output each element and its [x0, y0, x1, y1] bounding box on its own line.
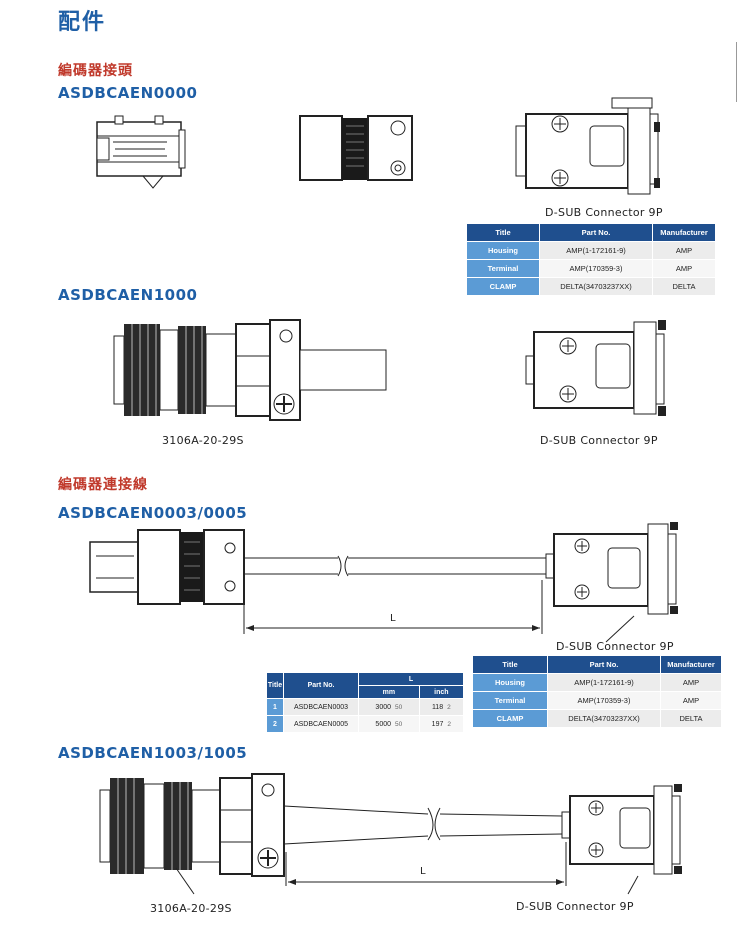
table-header-manufacturer: Manufacturer [652, 223, 716, 242]
table-row: Terminal AMP(170359-3) AMP [466, 259, 716, 278]
table-row: Housing AMP(1-172161-9) AMP [466, 241, 716, 260]
parts-table-1: Title Part No. Manufacturer Housing AMP(… [466, 223, 716, 296]
length-header-title: Title [266, 672, 284, 699]
section-title-encoder-connector: 編碼器接頭 [58, 63, 133, 79]
model-title-1003: ASDBCAEN1003/1005 [58, 744, 248, 762]
mil-caption-4: 3106A-20-29S [150, 902, 232, 915]
row-mm: 5000 [375, 720, 391, 728]
length-table: Title Part No. L mm inch 1 ASDBCAEN0003 … [266, 672, 465, 733]
length-header-part: Part No. [283, 672, 359, 699]
row-mm-tolerance: 50 [395, 720, 403, 728]
row-index: 1 [266, 698, 284, 716]
margin-rule [736, 42, 737, 102]
row-inch: 118 [431, 703, 444, 711]
table-header-title: Title [472, 655, 548, 674]
table-row: CLAMP DELTA(34703237XX) DELTA [472, 709, 722, 728]
row-part: DELTA(34703237XX) [539, 277, 653, 296]
row-part: ASDBCAEN0003 [283, 698, 359, 716]
row-part: AMP(170359-3) [547, 691, 661, 710]
table-row: Housing AMP(1-172161-9) AMP [472, 673, 722, 692]
table-row: CLAMP DELTA(34703237XX) DELTA [466, 277, 716, 296]
row-manufacturer: DELTA [660, 709, 722, 728]
table-header-part: Part No. [539, 223, 653, 242]
length-header-L: L [358, 672, 464, 686]
row-mm-tolerance: 50 [395, 703, 403, 711]
encoder-cable-drawing-3 [89, 522, 678, 643]
amp-housing-drawing [96, 115, 186, 189]
mil-caption-2: 3106A-20-29S [162, 434, 244, 447]
dsub-caption-1: D-SUB Connector 9P [545, 206, 663, 219]
row-title: Terminal [472, 691, 548, 710]
row-part: DELTA(34703237XX) [547, 709, 661, 728]
row-title: Housing [466, 241, 540, 260]
row-index: 2 [266, 715, 284, 733]
page-title: 配件 [58, 10, 107, 35]
length-header-mm: mm [358, 685, 420, 699]
table-row: Terminal AMP(170359-3) AMP [472, 691, 722, 710]
dsub-connector-drawing-2 [525, 320, 666, 416]
model-title-0003: ASDBCAEN0003/0005 [58, 504, 248, 522]
row-part: AMP(1-172161-9) [539, 241, 653, 260]
length-label-4: L [420, 866, 426, 877]
row-manufacturer: AMP [660, 691, 722, 710]
parts-table-2: Title Part No. Manufacturer Housing AMP(… [472, 655, 722, 728]
row-title: CLAMP [466, 277, 540, 296]
row-title: Housing [472, 673, 548, 692]
dsub-caption-3: D-SUB Connector 9P [556, 640, 674, 653]
model-title-1000: ASDBCAEN1000 [58, 286, 198, 304]
encoder-cable-drawing-4 [99, 773, 682, 895]
row-title: Terminal [466, 259, 540, 278]
row-part: ASDBCAEN0005 [283, 715, 359, 733]
length-label-3: L [390, 613, 396, 624]
row-part: AMP(170359-3) [539, 259, 653, 278]
section-title-encoder-cable: 編碼器連接線 [58, 477, 148, 493]
table-header-manufacturer: Manufacturer [660, 655, 722, 674]
model-title-0000: ASDBCAEN0000 [58, 84, 198, 102]
row-part: AMP(1-172161-9) [547, 673, 661, 692]
row-manufacturer: AMP [652, 259, 716, 278]
row-inch-tolerance: 2 [447, 720, 451, 728]
row-manufacturer: AMP [652, 241, 716, 260]
row-inch: 197 [431, 720, 444, 728]
row-inch-tolerance: 2 [447, 703, 451, 711]
table-header-part: Part No. [547, 655, 661, 674]
row-title: CLAMP [472, 709, 548, 728]
clamp-side-drawing [299, 115, 413, 181]
length-header-inch: inch [418, 685, 465, 699]
table-header-title: Title [466, 223, 540, 242]
dsub-caption-4: D-SUB Connector 9P [516, 900, 634, 913]
dsub-connector-drawing-1 [515, 97, 660, 195]
row-manufacturer: AMP [660, 673, 722, 692]
row-mm: 3000 [375, 703, 391, 711]
row-manufacturer: DELTA [652, 277, 716, 296]
mil-connector-drawing-2 [113, 319, 387, 421]
dsub-caption-2: D-SUB Connector 9P [540, 434, 658, 447]
